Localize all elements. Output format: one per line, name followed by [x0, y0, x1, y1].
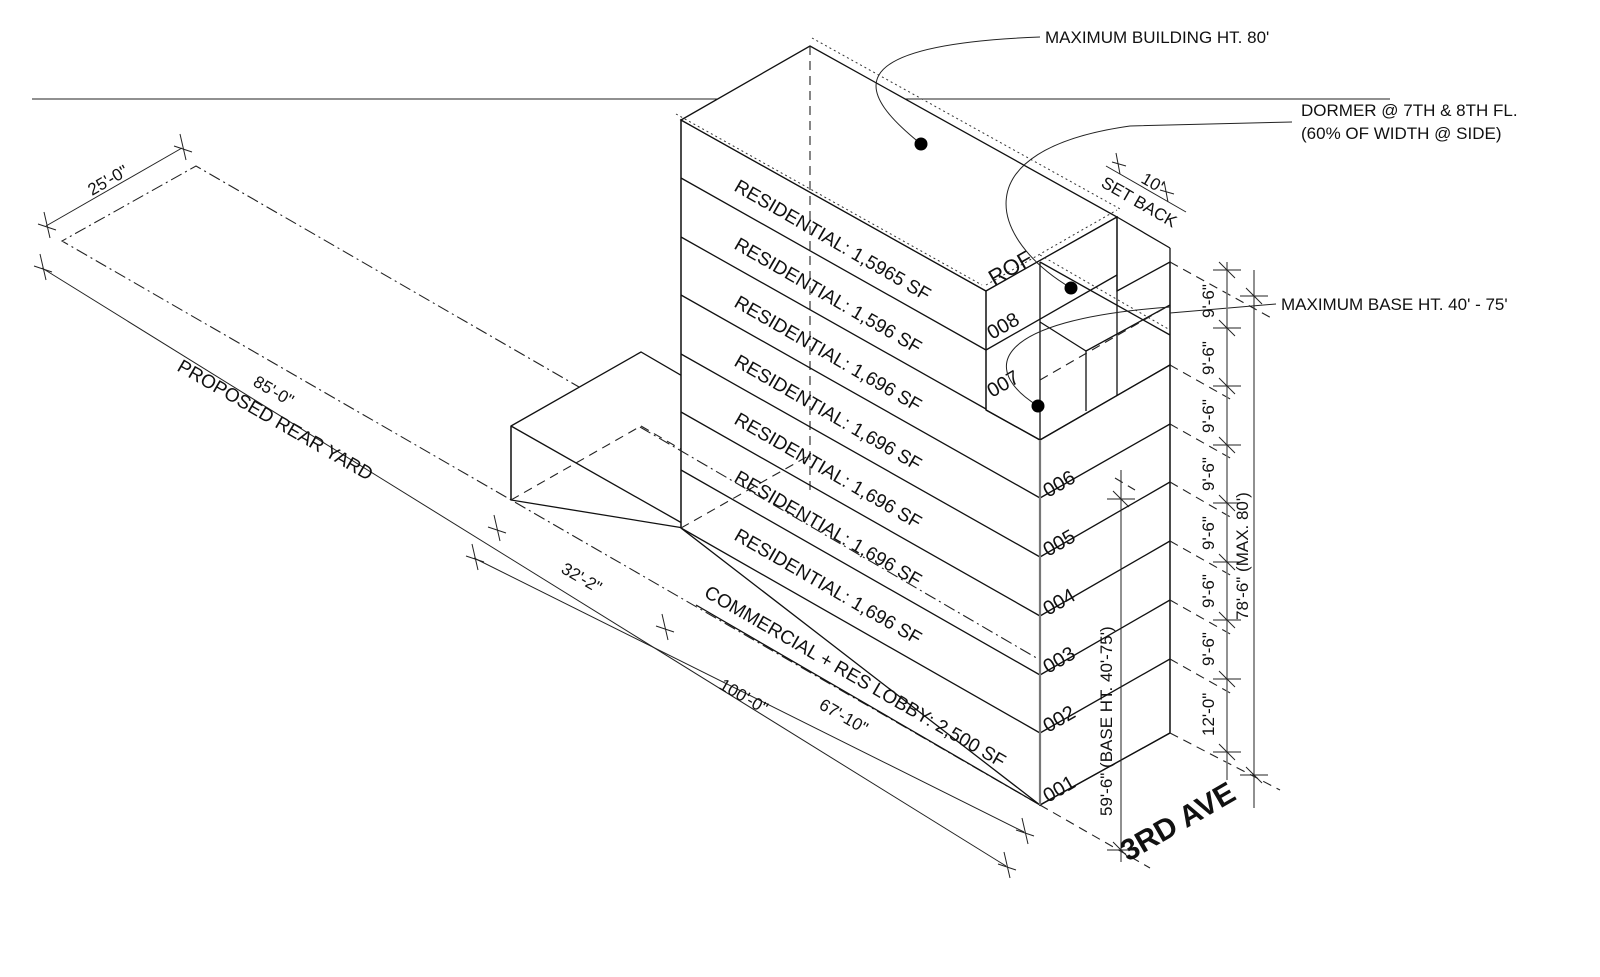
note-max-base-height: MAXIMUM BASE HT. 40' - 75' [1281, 295, 1508, 314]
dim-tick [1218, 670, 1236, 688]
height-dimensions: 9'-6" 9'-6" 9'-6" 9'-6" 9'-6" 9'-6" 9'-6… [1097, 261, 1268, 862]
floor-height-label: 9'-6" [1199, 516, 1218, 550]
leader-dormer-lower [1005, 306, 1171, 407]
note-max-building-height: MAXIMUM BUILDING HT. 80' [1045, 28, 1269, 47]
rear-yard-width-label: 25'-0" [85, 161, 132, 199]
tower-front-face [985, 209, 1281, 869]
dim-tick [1218, 553, 1236, 571]
rear-yard-label: PROPOSED REAR YARD [174, 356, 377, 485]
leader-max-base [1169, 303, 1277, 314]
tower-main-volume [639, 37, 1123, 807]
dim-tick [1218, 743, 1236, 761]
floor-height-label: 12'-0" [1199, 693, 1218, 736]
dim-tick [1218, 436, 1236, 454]
dim-tick [1218, 377, 1236, 395]
dim-tick [37, 133, 193, 239]
note-dormer-line1: DORMER @ 7TH & 8TH FL. [1301, 101, 1518, 120]
floor-height-label: 9'-6" [1199, 284, 1218, 318]
dim-tick [1218, 494, 1236, 512]
rear-yard-outline [60, 165, 1171, 806]
callout-dot [914, 137, 928, 151]
floor-height-label: 9'-6" [1199, 457, 1218, 491]
leader-max-height [875, 36, 1041, 145]
lot-depth-dim-line [41, 267, 1007, 867]
rear-yard-width-dim-line [45, 147, 183, 227]
floor-height-label: 9'-6" [1199, 341, 1218, 375]
leader-dormer [1005, 121, 1293, 289]
dim-tick [1240, 287, 1268, 784]
dim-tick [1218, 261, 1236, 279]
dim-tick [1218, 319, 1236, 337]
lot-depth-label: 100'-0" [716, 675, 771, 718]
floor-height-label: 9'-6" [1199, 632, 1218, 666]
floor-height-label: 9'-6" [1199, 399, 1218, 433]
total-height-label: 78'-6" (MAX. 80') [1233, 492, 1252, 620]
floor-height-label: 9'-6" [1199, 574, 1218, 608]
street-label: 3RD AVE [1115, 776, 1241, 868]
callout-dot [1031, 399, 1045, 413]
dim-tick [1213, 261, 1241, 761]
dim-tick [1107, 490, 1135, 859]
dim-tick [1111, 152, 1175, 203]
rear-extension-label: 32'-2" [558, 559, 605, 597]
base-height-label: 59'-6" (BASE HT. 40'-75') [1097, 626, 1116, 816]
callout-dot [1064, 281, 1078, 295]
note-dormer-line2: (60% OF WIDTH @ SIDE) [1301, 124, 1502, 143]
dim-tick [33, 253, 1017, 879]
dim-tick [1218, 611, 1236, 629]
building-depth-dim-line [473, 557, 1025, 833]
setback-dim-line [1105, 165, 1187, 213]
dim-tick [465, 543, 1035, 845]
ground-floor-rear-extension [510, 351, 697, 532]
